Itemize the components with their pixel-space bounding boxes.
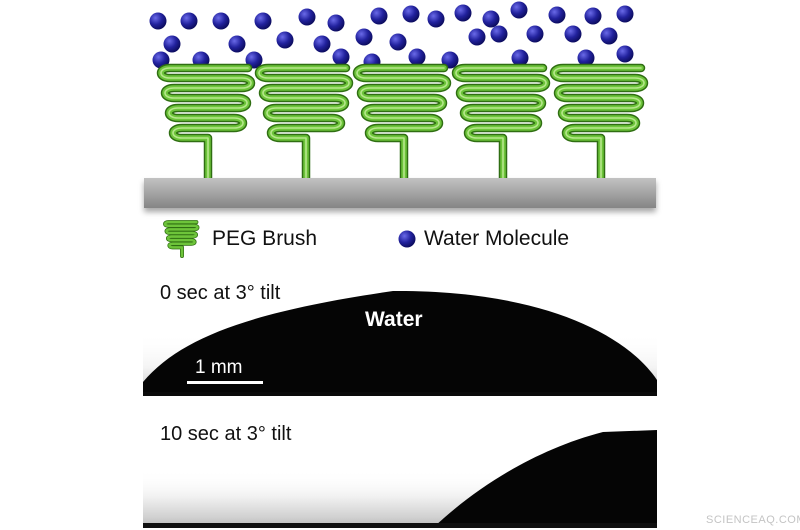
legend-peg-label: PEG Brush [212,227,318,250]
peg-brush [259,68,349,180]
water-molecule [408,48,426,66]
water-molecule [355,28,373,46]
water-molecule [332,48,350,66]
water-molecule [298,8,316,26]
water-droplet [143,290,657,394]
water-molecule [254,12,272,30]
peg-schematic [144,1,656,208]
peg-brushes [161,68,644,180]
water-label: Water [365,308,423,331]
water-molecule [490,25,508,43]
peg-brush [357,68,447,180]
peg-brush [456,68,546,180]
water-molecule [370,7,388,25]
water-molecule [327,14,345,32]
water-molecule-legend-icon [398,230,416,248]
scale-bar [187,381,263,384]
water-molecule [600,27,618,45]
water-molecule [511,49,529,67]
water-molecule [454,4,472,22]
water-droplet-moved [433,430,657,528]
water-molecule [163,35,181,53]
water-molecule [616,5,634,23]
water-molecule [389,33,407,51]
water-molecule [482,10,500,28]
water-molecule [180,12,198,30]
water-molecule [584,7,602,25]
peg-brush-legend-icon [163,220,200,258]
peg-brush [554,68,644,180]
water-molecule [402,5,420,23]
water-molecules [149,1,634,71]
water-molecule [616,45,634,63]
water-molecule [468,28,486,46]
water-molecule [427,10,445,28]
water-molecule [577,49,595,67]
water-molecule [149,12,167,30]
top-panel-caption: 0 sec at 3° tilt [160,282,281,304]
droplet-photo-0s [143,290,657,396]
legend-water-label: Water Molecule [424,227,570,250]
water-molecule [526,25,544,43]
scale-bar-label: 1 mm [195,357,243,378]
droplet-photo-10s [143,430,657,528]
water-molecule [212,12,230,30]
water-molecule [548,6,566,24]
water-molecule [276,31,294,49]
water-molecule [228,35,246,53]
bottom-panel-caption: 10 sec at 3° tilt [160,423,292,445]
substrate [144,178,656,208]
water-molecule [564,25,582,43]
water-molecule [313,35,331,53]
peg-brush [161,68,251,180]
water-molecule [510,1,528,19]
watermark: SCIENCEAQ.COM [706,514,800,526]
